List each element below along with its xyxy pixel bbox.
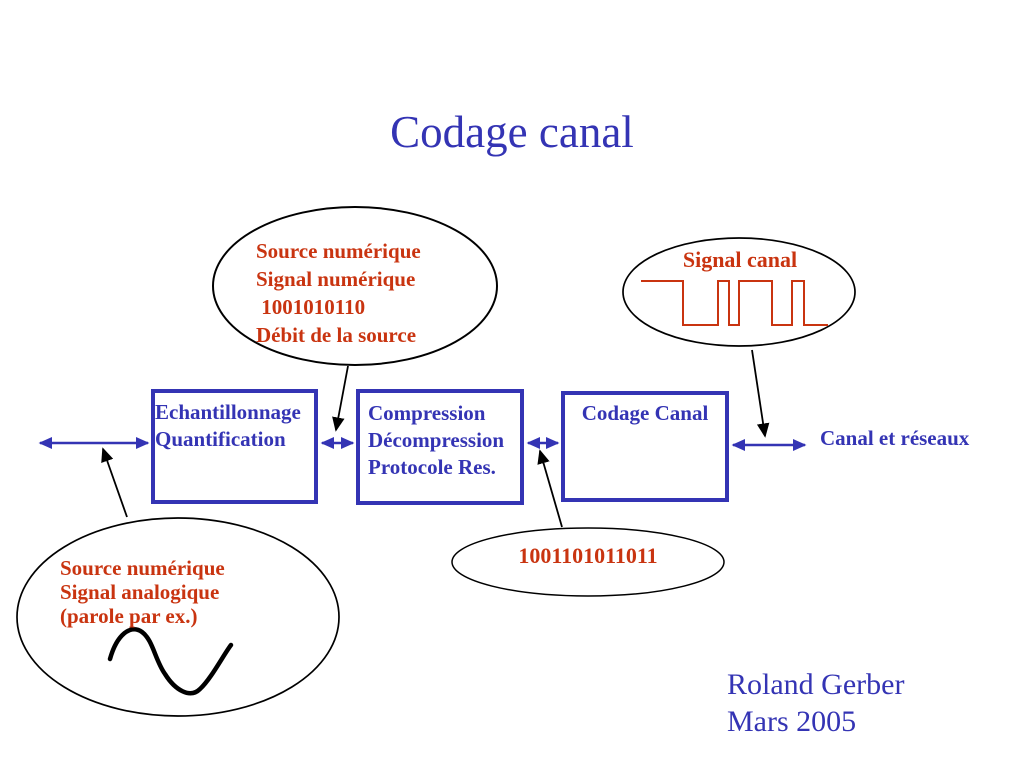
box-line: Décompression — [368, 428, 505, 452]
box-compression-text: Compression Décompression Protocole Res. — [368, 400, 504, 481]
digital-waveform — [641, 280, 828, 326]
analog-source-text: Source numérique Signal analogique (paro… — [60, 556, 225, 628]
analog-source-line: Source numérique — [60, 556, 225, 580]
connector-digital-source — [332, 365, 349, 432]
box-codage-canal — [561, 391, 729, 502]
box-compression — [356, 389, 524, 505]
signal-canal-ellipse — [622, 237, 856, 347]
digital-source-text: Source numérique Signal numérique 100101… — [256, 237, 421, 349]
analog-source-line: (parole par ex.) — [60, 604, 198, 628]
footer-author: Roland Gerber — [727, 668, 905, 701]
page-title: Codage canal — [390, 107, 634, 157]
analog-source-line: Signal analogique — [60, 580, 220, 604]
footer-credit: Roland Gerber Mars 2005 — [727, 666, 904, 740]
digital-source-line: 1001010110 — [256, 295, 366, 319]
box-line: Quantification — [155, 427, 286, 451]
box-codage-canal-text: Codage Canal — [563, 400, 727, 427]
connector-analog-source — [101, 447, 128, 518]
connector-bitstream — [537, 449, 563, 528]
bitstream-label: 1001101011011 — [518, 543, 658, 568]
digital-source-line: Signal numérique — [256, 267, 416, 291]
box-line: Echantillonnage — [155, 400, 301, 424]
analog-source-ellipse — [16, 517, 340, 717]
signal-canal-label: Signal canal — [682, 247, 798, 272]
digital-source-line: Débit de la source — [256, 323, 417, 347]
box-line: Codage Canal — [581, 401, 709, 425]
bitstream-ellipse — [451, 527, 725, 597]
box-echantillonnage — [151, 389, 318, 504]
box-line: Protocole Res. — [368, 455, 496, 479]
box-echantillonnage-text: Echantillonnage Quantification — [155, 399, 301, 453]
canal-reseaux-label: Canal et réseaux — [820, 426, 970, 450]
connector-signal-canal — [751, 349, 770, 438]
footer-date: Mars 2005 — [727, 705, 857, 738]
digital-source-line: Source numérique — [256, 239, 421, 263]
box-line: Compression — [368, 401, 486, 425]
sine-wave — [107, 627, 234, 696]
digital-source-ellipse — [212, 206, 498, 366]
